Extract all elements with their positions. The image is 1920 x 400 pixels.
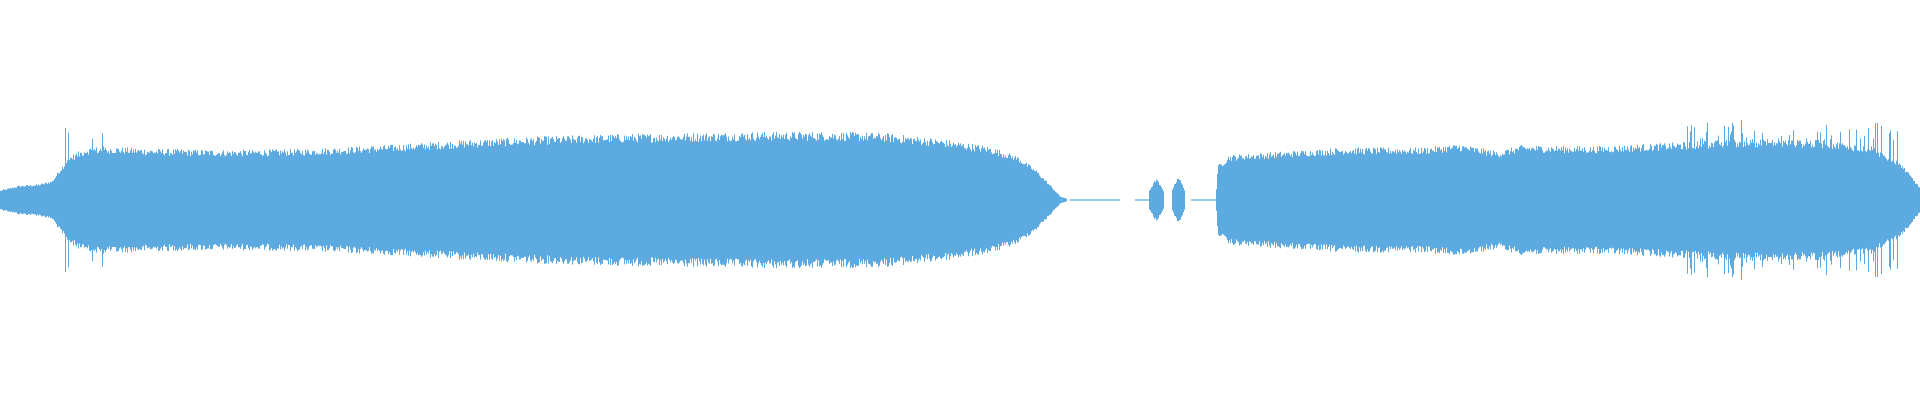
waveform-trace — [0, 120, 1920, 280]
